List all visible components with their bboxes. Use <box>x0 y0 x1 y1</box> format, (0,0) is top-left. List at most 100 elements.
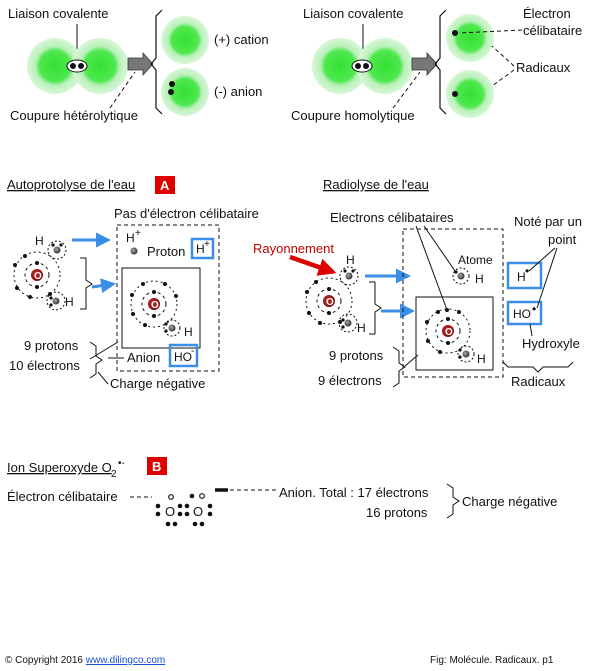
shared-pair <box>66 59 88 73</box>
single-electron <box>452 91 458 97</box>
split-arrow <box>127 51 154 77</box>
site-link[interactable]: www.dilingco.com <box>85 655 165 666</box>
electrons-count-label: 9 électrons <box>318 373 382 388</box>
electrons-label: Electrons célibataires <box>330 210 454 225</box>
electron <box>23 254 27 258</box>
proton <box>130 247 138 255</box>
oxygen-symbol: O <box>151 300 159 311</box>
title-sup: •- <box>118 458 125 469</box>
anion-box <box>121 267 201 349</box>
electron <box>184 511 190 517</box>
electron <box>207 503 213 509</box>
radicals-label: Radicaux <box>511 374 566 389</box>
h-nucleus <box>462 350 470 358</box>
oxygen-symbol: O <box>326 297 334 308</box>
radiolysis-panel: Radiolyse de l'eau Electrons célibataire… <box>253 177 582 389</box>
h-label: H <box>184 325 193 339</box>
proton-label: Proton <box>147 244 185 259</box>
electron-label-2: célibataire <box>523 23 582 38</box>
h-plus-box <box>190 237 215 260</box>
minus-sup: - <box>191 346 194 357</box>
h-plus: H <box>126 231 135 245</box>
electron <box>141 282 145 286</box>
electron <box>199 493 205 499</box>
electron <box>130 293 134 297</box>
radical-h-dot: • <box>525 264 529 278</box>
title-sub: 2 <box>111 469 117 480</box>
badge-b-text: B <box>152 459 161 474</box>
electron <box>189 493 195 499</box>
radical-pointer <box>491 45 515 67</box>
single-electron-label: Électron célibataire <box>7 489 118 504</box>
electron <box>35 261 39 265</box>
electron <box>207 511 213 517</box>
brace <box>89 341 103 379</box>
electron <box>327 311 331 315</box>
charge-label: Charge négative <box>462 494 557 509</box>
boxed-plus: + <box>204 239 210 250</box>
electron <box>458 348 462 352</box>
outer-shell <box>13 251 61 299</box>
atom-label: Atome <box>458 253 493 267</box>
electron <box>351 269 355 273</box>
products-box <box>402 228 504 378</box>
electron <box>184 503 190 509</box>
electron <box>164 322 168 326</box>
electron <box>307 311 311 315</box>
electron <box>28 295 32 299</box>
bond-label: Liaison covalente <box>8 6 108 21</box>
electron <box>343 269 347 273</box>
electron-pointer <box>458 29 523 34</box>
h-label: H <box>477 352 486 366</box>
atom <box>72 38 128 94</box>
h-label: H <box>346 253 355 267</box>
hydroxyl-pointer <box>529 323 533 337</box>
electron <box>425 320 429 324</box>
split-arrow <box>411 51 438 77</box>
anion-atom <box>161 68 209 116</box>
electron <box>341 325 345 329</box>
electron-pointer <box>415 225 448 311</box>
electron <box>59 243 63 247</box>
electron <box>192 521 198 527</box>
electron <box>341 318 345 322</box>
brace <box>369 281 382 335</box>
radiation-label: Rayonnement <box>253 241 334 256</box>
section-title: Ion Superoxyde O <box>7 460 112 475</box>
hydroxyl-box <box>415 296 494 371</box>
electrons-label: 10 électrons <box>9 358 80 373</box>
anion-total-label: Anion. Total : 17 électrons <box>279 485 429 500</box>
electron <box>446 341 450 345</box>
single-electron <box>454 270 458 274</box>
brace <box>392 346 406 388</box>
electron <box>305 290 309 294</box>
protons-label: 16 protons <box>366 505 428 520</box>
cut-label: Coupure homolytique <box>291 108 415 123</box>
section-title: Radiolyse de l'eau <box>323 177 429 192</box>
electron <box>177 511 183 517</box>
charge-label: Charge négative <box>110 376 205 391</box>
electron <box>327 287 331 291</box>
radical-pointer <box>491 69 515 87</box>
electron <box>131 312 135 316</box>
h-nucleus <box>168 324 176 332</box>
electron <box>13 263 17 267</box>
h-label: H <box>65 295 74 309</box>
footer: © Copyright 2016 www.dilingco.com Fig: M… <box>5 655 554 666</box>
electron <box>457 310 461 314</box>
radical-atom <box>446 70 494 118</box>
bond-label: Liaison covalente <box>303 6 403 21</box>
brace <box>502 361 574 373</box>
count-pointer <box>89 341 119 360</box>
anion-label: Anion <box>127 350 160 365</box>
electron <box>458 355 462 359</box>
h-nucleus <box>345 272 353 280</box>
electron <box>49 303 53 307</box>
brace <box>80 257 93 310</box>
brace <box>434 9 447 115</box>
oxygen-symbol: O <box>34 271 42 282</box>
outer-shell <box>425 308 471 354</box>
h-shell <box>452 267 470 285</box>
shared-pair <box>351 59 373 73</box>
single-electron <box>168 494 174 500</box>
